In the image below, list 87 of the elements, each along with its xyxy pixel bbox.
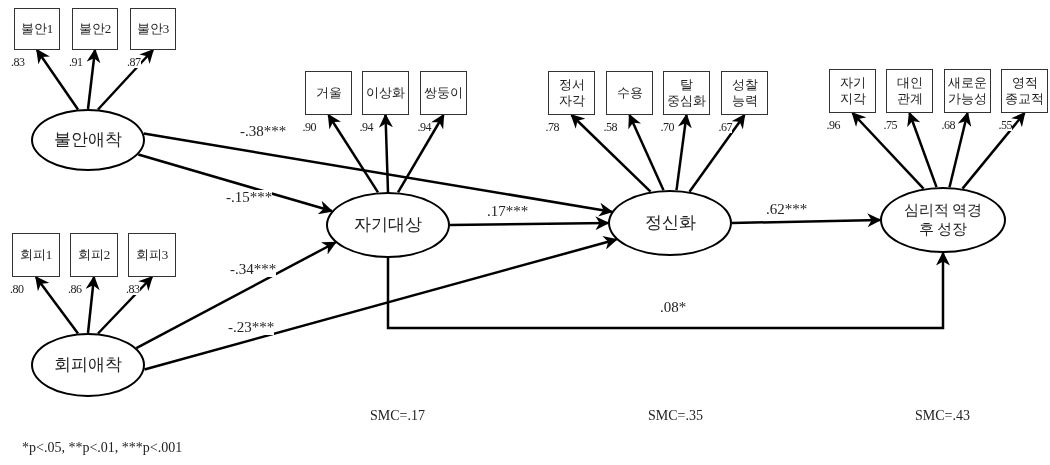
node-label: 정신화	[644, 212, 696, 234]
path-coefficient: .17***	[487, 204, 529, 219]
node-label: 수용	[616, 84, 643, 102]
path-coefficient: .62***	[766, 202, 808, 217]
indicator-box	[606, 71, 653, 115]
node-label: 성찰 능력	[730, 76, 759, 110]
path-arrow	[378, 113, 393, 193]
indicator-box	[14, 8, 60, 50]
path-arrow	[327, 113, 380, 194]
node-label: 불안애착	[54, 129, 122, 151]
node-label: 심리적 역경 후 성장	[902, 201, 984, 239]
path-coefficient: -.15***	[226, 190, 273, 205]
loading-label: .68	[941, 119, 955, 131]
indicator-box	[130, 8, 176, 50]
note-text: *p<.05, **p<.01, ***p<.001	[22, 440, 183, 456]
path-coefficient: -.34***	[230, 262, 277, 277]
loading-label: .96	[826, 119, 840, 131]
path-arrow	[35, 48, 80, 111]
node-label: 정서 자각	[557, 76, 586, 110]
node-label: 새로운 가능성	[947, 74, 988, 108]
path-arrow	[450, 216, 610, 231]
path-coefficient: .08*	[660, 300, 687, 315]
loading-label: .87	[127, 56, 141, 68]
loading-label: .91	[69, 56, 83, 68]
indicator-box	[548, 71, 595, 115]
path-arrow	[948, 111, 972, 188]
indicator-box	[72, 8, 118, 50]
path-arrow	[731, 213, 882, 228]
path-arrow	[570, 114, 652, 193]
loading-label: .58	[603, 121, 617, 133]
node-label: 회피2	[77, 246, 111, 264]
path-arrow	[137, 153, 334, 215]
note-text: SMC=.35	[648, 408, 703, 424]
node-label: 이상화	[366, 84, 405, 102]
path-coefficient: -.23***	[228, 320, 275, 335]
path-arrow	[97, 276, 153, 335]
loading-label: .94	[417, 121, 431, 133]
indicator-box	[70, 233, 118, 277]
note-text: SMC=.17	[370, 408, 425, 424]
indicator-box	[829, 69, 876, 113]
path-arrow	[35, 275, 79, 335]
node-label: 거울	[315, 84, 342, 102]
loading-label: .83	[126, 283, 140, 295]
node-label: 자기 지각	[838, 74, 867, 108]
indicator-box	[305, 71, 352, 115]
path-arrow	[97, 48, 154, 111]
indicator-box	[128, 233, 176, 277]
loading-label: .70	[660, 121, 674, 133]
loading-label: .80	[10, 283, 24, 295]
indicator-box	[886, 69, 933, 113]
note-text: SMC=.43	[915, 408, 970, 424]
path-arrow	[688, 113, 746, 193]
path-arrow	[675, 113, 692, 191]
node-label: 불안3	[136, 20, 170, 38]
node-label: 불안2	[78, 20, 112, 38]
indicator-box	[721, 71, 768, 115]
loading-label: .83	[11, 56, 25, 68]
node-label: 탈 중심화	[666, 76, 707, 110]
indicator-box	[12, 233, 60, 277]
path-arrow	[907, 111, 938, 188]
path-arrow	[135, 241, 337, 350]
path-arrow	[386, 251, 950, 330]
node-label: 영적 종교적	[1004, 74, 1045, 108]
path-coefficient: -.38***	[240, 124, 287, 139]
path-arrow	[144, 236, 618, 371]
path-arrow	[851, 112, 925, 190]
node-label: 회피3	[135, 246, 169, 264]
node-label: 쌍둥이	[424, 84, 463, 102]
path-arrow	[86, 48, 101, 110]
loading-label: .90	[302, 121, 316, 133]
node-label: 회피1	[19, 246, 53, 264]
loading-label: .86	[68, 283, 82, 295]
indicator-box	[362, 71, 409, 115]
loading-label: .75	[883, 119, 897, 131]
node-label: 회피애착	[54, 354, 122, 376]
path-arrow	[961, 111, 1026, 190]
path-arrow	[628, 113, 665, 191]
loading-label: .94	[359, 121, 373, 133]
node-label: 대인 관계	[895, 74, 924, 108]
loading-label: .67	[718, 121, 732, 133]
path-arrow	[85, 275, 100, 334]
indicator-box	[420, 71, 467, 115]
loading-label: .55	[998, 119, 1012, 131]
loading-label: .78	[545, 121, 559, 133]
node-label: 자기대상	[354, 214, 422, 236]
node-label: 불안1	[20, 20, 54, 38]
path-arrow	[396, 113, 445, 194]
